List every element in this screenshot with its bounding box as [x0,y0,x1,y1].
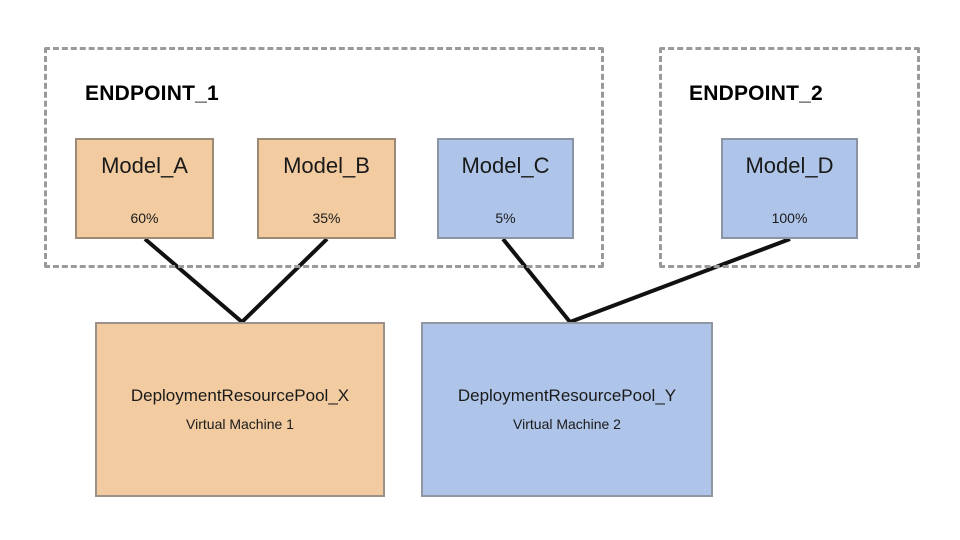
endpoint-1-label: ENDPOINT_1 [85,82,219,105]
pool-y-name: DeploymentResourcePool_Y [457,386,677,406]
model-b-name: Model_B [283,153,370,178]
model-box-model-d[interactable]: Model_D 100% [721,138,858,239]
model-box-model-c[interactable]: Model_C 5% [437,138,574,239]
model-box-model-b[interactable]: Model_B 35% [257,138,396,239]
pool-x-name: DeploymentResourcePool_X [130,386,350,406]
model-d-traffic-split: 100% [771,210,808,226]
pool-y-machine: Virtual Machine 2 [513,415,621,432]
model-box-model-a[interactable]: Model_A 60% [75,138,214,239]
endpoint-group-2[interactable] [659,47,920,268]
model-b-traffic-split: 35% [312,210,341,226]
endpoint-2-label: ENDPOINT_2 [689,82,823,105]
model-a-name: Model_A [101,153,188,178]
pool-x-machine: Virtual Machine 1 [186,415,294,432]
pool-box-x[interactable]: DeploymentResourcePool_X Virtual Machine… [95,322,385,497]
model-a-traffic-split: 60% [130,210,159,226]
model-d-name: Model_D [745,153,834,178]
model-c-traffic-split: 5% [495,210,516,226]
endpoint-group-1[interactable] [44,47,604,268]
model-c-name: Model_C [461,153,550,178]
pool-box-y[interactable]: DeploymentResourcePool_Y Virtual Machine… [421,322,713,497]
